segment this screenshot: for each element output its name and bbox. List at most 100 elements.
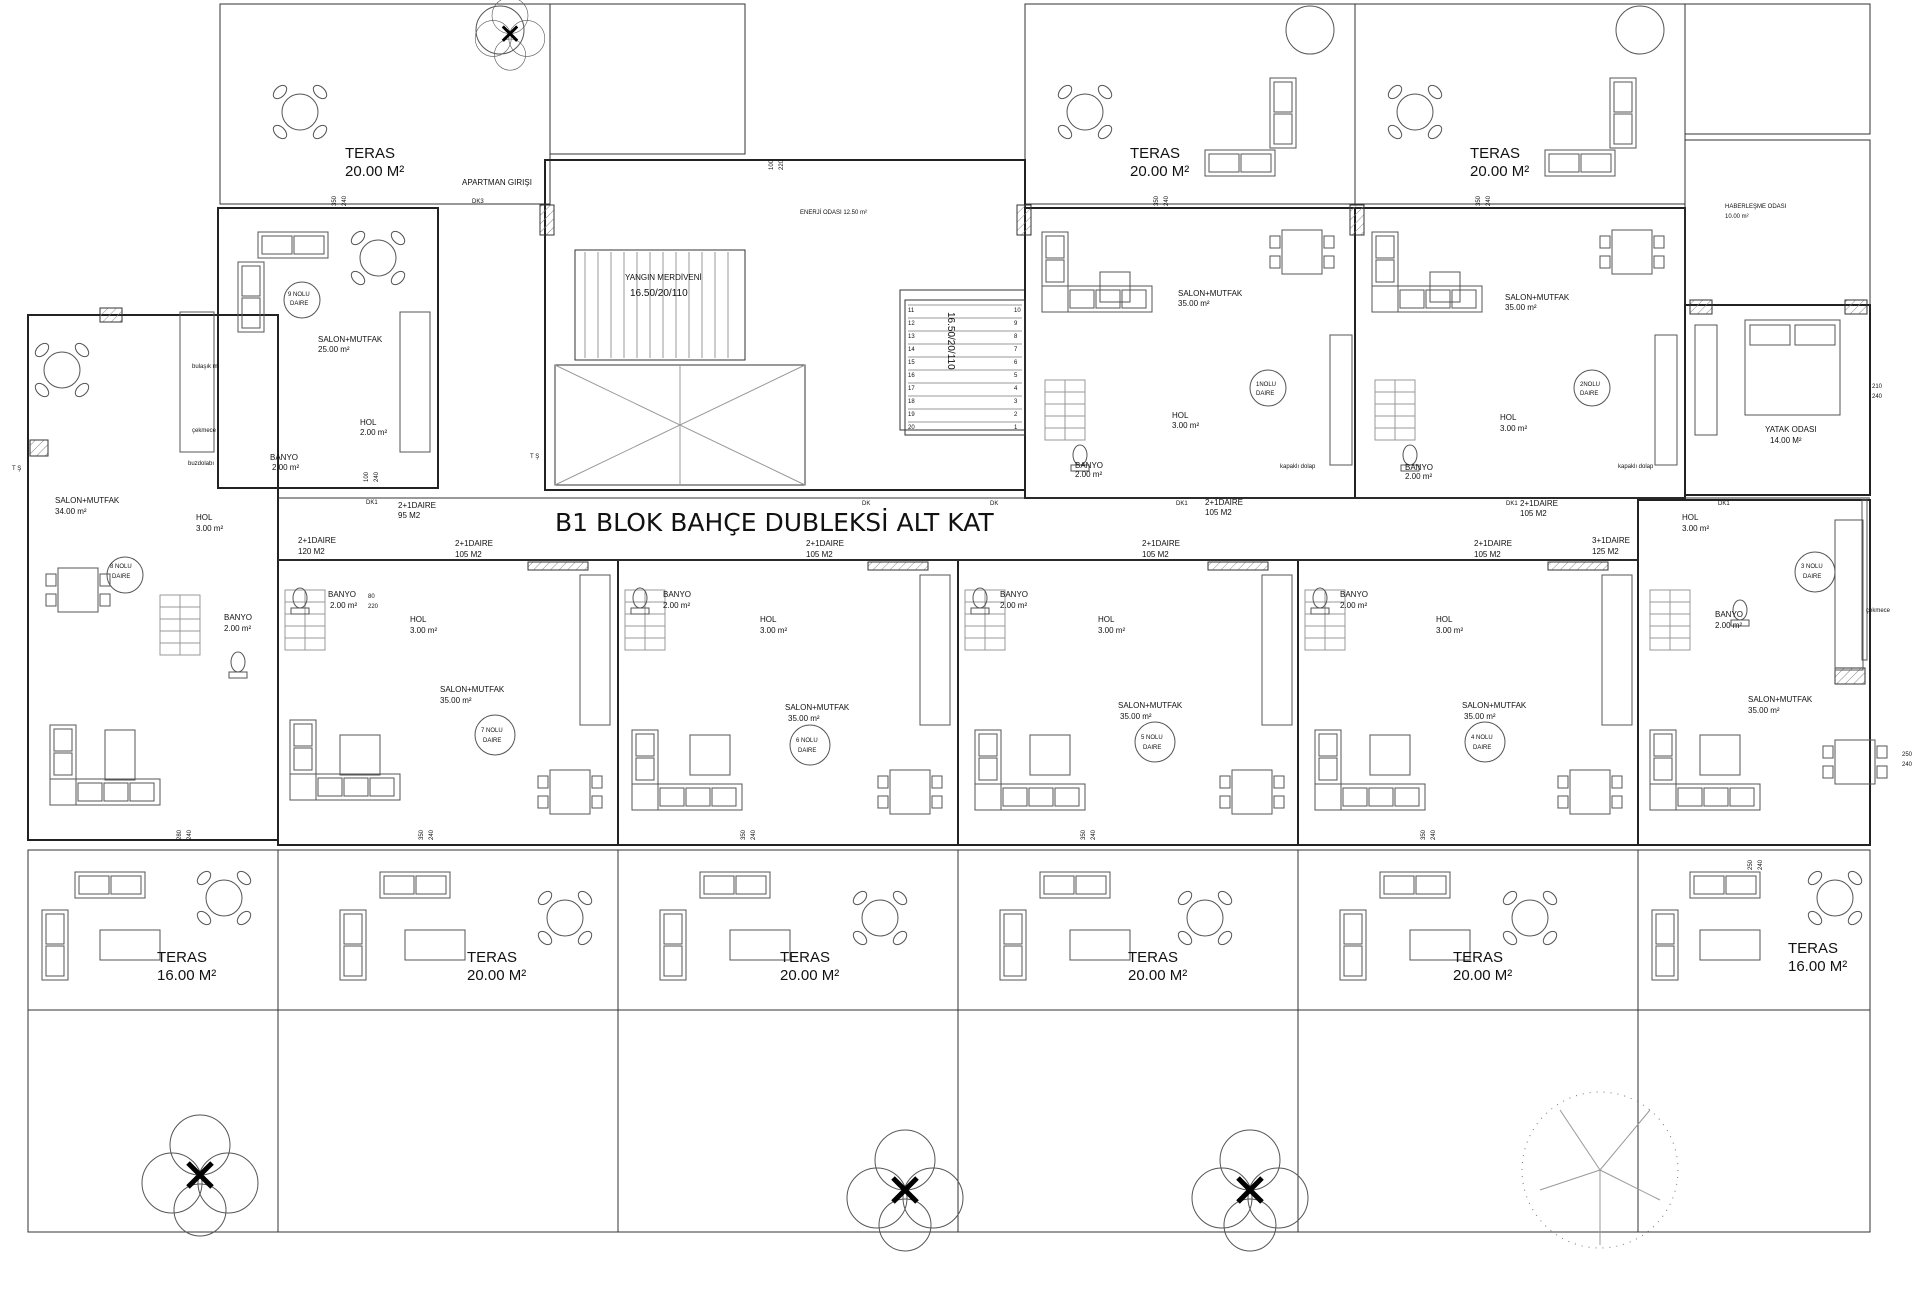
unit-3-num: 3 NOLU bbox=[1801, 564, 1823, 570]
unit-6-hol-area: 3.00 m² bbox=[760, 626, 787, 635]
stair-number-left: 12 bbox=[908, 321, 915, 327]
energy-room-label: ENERJİ ODASI 12.50 m² bbox=[800, 209, 867, 216]
unit-5-daire: DAIRE bbox=[1143, 745, 1161, 751]
unit-5-num: 5 NOLU bbox=[1141, 735, 1163, 741]
unit-2-salon: SALON+MUTFAK bbox=[1505, 293, 1570, 302]
unit-1-hol-area: 3.00 m² bbox=[1172, 421, 1199, 430]
unit-1-daire: DAIRE bbox=[1256, 391, 1274, 397]
unit-3-salon-area: 35.00 m² bbox=[1748, 706, 1780, 715]
tag-ts-a: T Ş bbox=[12, 466, 21, 472]
unit-8-banyo: BANYO bbox=[224, 613, 252, 622]
bottom-terrace-2-name: TERAS bbox=[467, 949, 517, 966]
unit-2: 2NOLU DAIRE SALON+MUTFAK 35.00 m² HOL 3.… bbox=[1405, 293, 1611, 518]
top-terrace-2-area: 20.00 M² bbox=[1130, 163, 1189, 180]
fire-stair bbox=[574, 249, 746, 361]
fire-stair-label: YANGIN MERDİVENİ bbox=[625, 273, 702, 282]
unit-1-hol: HOL bbox=[1172, 411, 1189, 420]
bottom-terraces bbox=[27, 849, 1871, 1233]
stair-number-right: 3 bbox=[1014, 399, 1018, 405]
dim-240-bot-1: 240 bbox=[429, 829, 435, 840]
dim-240-280: 240 bbox=[187, 829, 193, 840]
unit-6-type: 2+1DAIRE bbox=[806, 539, 844, 548]
unit-4-salon: SALON+MUTFAK bbox=[1462, 701, 1527, 710]
main-stair-spec: 16.50/20/110 bbox=[945, 312, 956, 370]
bottom-terrace-6-area: 16.00 M² bbox=[1788, 958, 1847, 975]
unit-3-size: 125 M2 bbox=[1592, 547, 1619, 556]
bottom-terrace-5-area: 20.00 M² bbox=[1453, 967, 1512, 984]
bedroom-area: 14.00 M² bbox=[1770, 436, 1802, 445]
unit-1-salon: SALON+MUTFAK bbox=[1178, 289, 1243, 298]
dim-240-right: 240 bbox=[1902, 762, 1913, 768]
unit-5-salon: SALON+MUTFAK bbox=[1118, 701, 1183, 710]
dim-240-210-right: 240 bbox=[1872, 394, 1883, 400]
stair-number-right: 7 bbox=[1014, 347, 1018, 353]
unit-4-size: 105 M2 bbox=[1474, 550, 1501, 559]
fixture-bulasik-9: bulaşık m. bbox=[192, 364, 220, 370]
unit-4-banyo: BANYO bbox=[1340, 590, 1368, 599]
tag-dk1-b: DK1 bbox=[1176, 501, 1188, 507]
dim-350-top-1: 350 bbox=[332, 195, 338, 206]
unit-7-banyo-area: 2.00 m² bbox=[330, 601, 357, 610]
stair-number-right: 6 bbox=[1014, 360, 1018, 366]
entrance-door-label: DK3 bbox=[472, 199, 484, 205]
unit-9-salon-area: 25.00 m² bbox=[318, 345, 350, 354]
unit-3: 3 NOLU DAIRE SALON+MUTFAK 35.00 m² HOL 3… bbox=[1592, 513, 1836, 715]
unit-6-salon-area: 35.00 m² bbox=[788, 714, 820, 723]
comm-room-name: HABERLEŞME ODASI bbox=[1725, 204, 1787, 210]
unit-8-salon-area: 34.00 m² bbox=[55, 507, 87, 516]
stair-number-left: 15 bbox=[908, 360, 915, 366]
dim-210-right: 210 bbox=[1872, 384, 1883, 390]
unit-8-daire: DAIRE bbox=[112, 574, 130, 580]
unit-3-banyo-area: 2.00 m² bbox=[1715, 621, 1742, 630]
bottom-terrace-1-name: TERAS bbox=[157, 949, 207, 966]
unit-9-size: 95 M2 bbox=[398, 511, 421, 520]
stair-number-right: 10 bbox=[1014, 308, 1021, 314]
unit-4-salon-area: 35.00 m² bbox=[1464, 712, 1496, 721]
fixture-cekmece-3: çekmece bbox=[1866, 608, 1891, 614]
stair-number-left: 13 bbox=[908, 334, 915, 340]
unit-5-salon-area: 35.00 m² bbox=[1120, 712, 1152, 721]
unit-4-banyo-area: 2.00 m² bbox=[1340, 601, 1367, 610]
dim-100-240-a: 100 bbox=[364, 471, 370, 482]
unit-9-banyo: BANYO bbox=[270, 453, 298, 462]
unit-1: 1NOLU DAIRE SALON+MUTFAK 35.00 m² HOL 3.… bbox=[1075, 289, 1287, 517]
bottom-terrace-1-area: 16.00 M² bbox=[157, 967, 216, 984]
top-terrace-2-name: TERAS bbox=[1130, 145, 1180, 162]
top-terrace-area bbox=[219, 0, 1871, 205]
unit-7-banyo: BANYO bbox=[328, 590, 356, 599]
unit-1-num: 1NOLU bbox=[1256, 382, 1276, 388]
comm-room-area: 10.00 m² bbox=[1725, 214, 1749, 220]
unit-5-hol: HOL bbox=[1098, 615, 1115, 624]
bottom-terrace-4-name: TERAS bbox=[1128, 949, 1178, 966]
entrance-label: APARTMAN GIRIŞI bbox=[462, 178, 532, 187]
unit-2-hol: HOL bbox=[1500, 413, 1517, 422]
columns bbox=[29, 204, 1868, 685]
stair-number-left: 18 bbox=[908, 399, 915, 405]
dim-240-top-3: 240 bbox=[1486, 195, 1492, 206]
unit-6-salon: SALON+MUTFAK bbox=[785, 703, 850, 712]
dim-240-bot-4: 240 bbox=[1431, 829, 1437, 840]
unit-9-banyo-area: 2.00 m² bbox=[272, 463, 299, 472]
unit-2-hol-area: 3.00 m² bbox=[1500, 424, 1527, 433]
dim-240-250-bot: 240 bbox=[1758, 859, 1764, 870]
stair-number-right: 8 bbox=[1014, 334, 1018, 340]
dim-350-top-3: 350 bbox=[1476, 195, 1482, 206]
unit-2-type: 2+1DAIRE bbox=[1520, 499, 1558, 508]
unit-8-banyo-area: 2.00 m² bbox=[224, 624, 251, 633]
unit-2-size: 105 M2 bbox=[1520, 509, 1547, 518]
bottom-terrace-2-area: 20.00 M² bbox=[467, 967, 526, 984]
bottom-terrace-3-name: TERAS bbox=[780, 949, 830, 966]
unit-6-banyo-area: 2.00 m² bbox=[663, 601, 690, 610]
unit-1-size: 105 M2 bbox=[1205, 508, 1232, 517]
fixture-cekmece-9: çekmece bbox=[192, 428, 217, 434]
bottom-terrace-4-area: 20.00 M² bbox=[1128, 967, 1187, 984]
unit-8: 8 NOLU DAIRE SALON+MUTFAK 34.00 m² HOL 3… bbox=[55, 496, 336, 633]
unit-2-salon-area: 35.00 m² bbox=[1505, 303, 1537, 312]
dim-350-bot-3: 350 bbox=[1081, 829, 1087, 840]
unit-4: 4 NOLU DAIRE SALON+MUTFAK 35.00 m² HOL 3… bbox=[1340, 539, 1527, 763]
unit-3-type: 3+1DAIRE bbox=[1592, 536, 1630, 545]
stair-number-right: 2 bbox=[1014, 412, 1018, 418]
unit-7-salon-area: 35.00 m² bbox=[440, 696, 472, 705]
unit-2-banyo: BANYO bbox=[1405, 463, 1433, 472]
